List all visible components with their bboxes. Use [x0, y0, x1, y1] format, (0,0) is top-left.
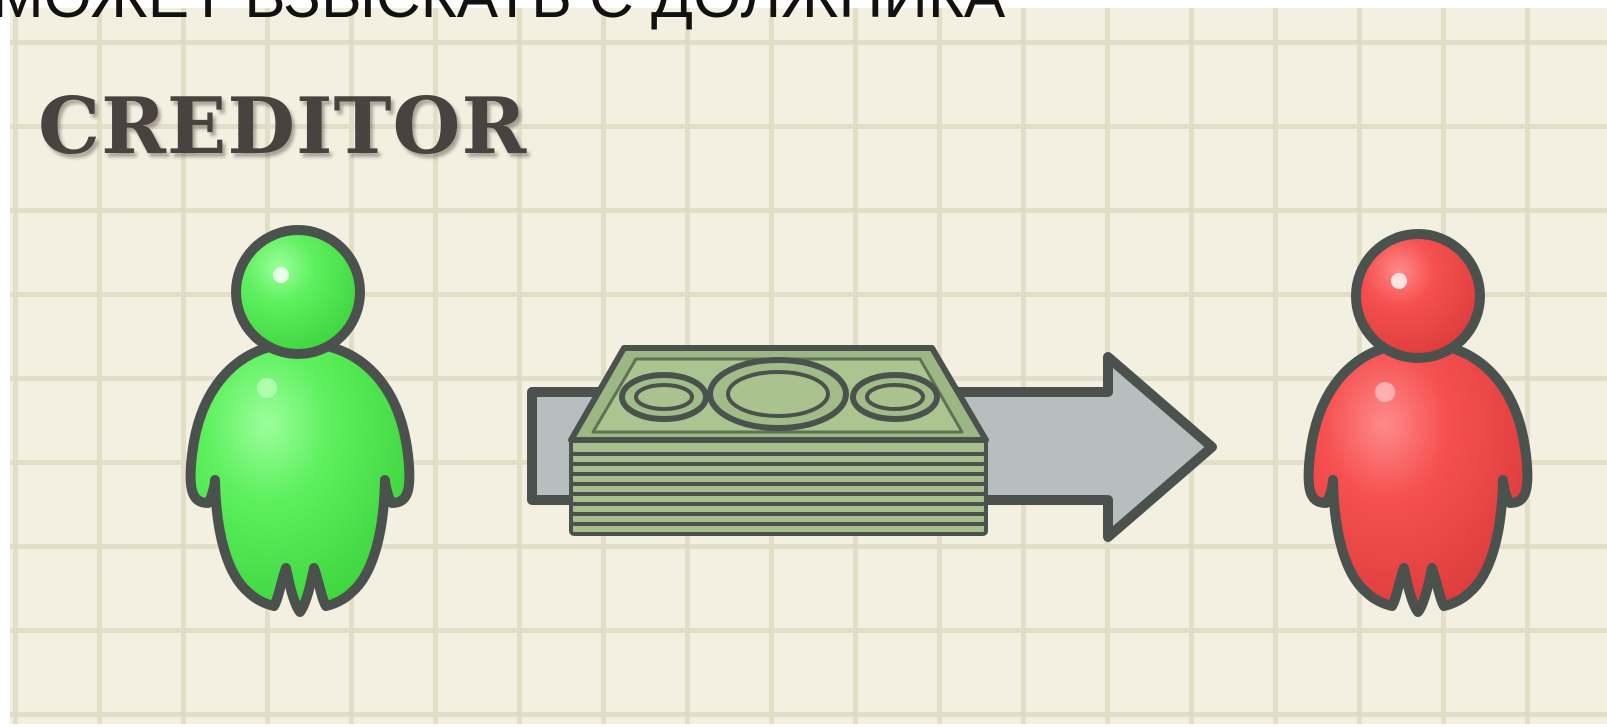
person-icon: [1309, 234, 1528, 612]
cash-stack-icon: [571, 348, 986, 534]
person-icon: [191, 230, 410, 612]
